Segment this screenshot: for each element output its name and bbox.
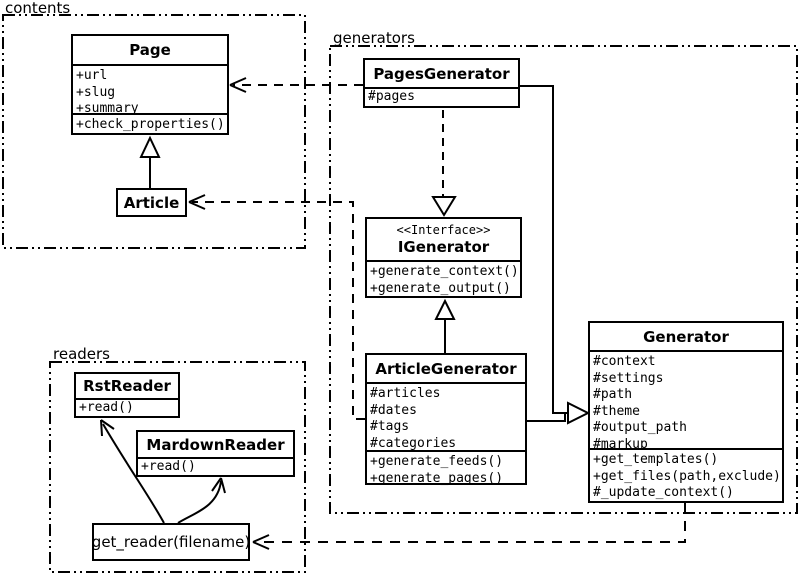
- attribute: #theme: [593, 403, 640, 419]
- method: #_update_context(): [593, 485, 734, 500]
- class-igenerator-methods: +generate_context() +generate_output(): [367, 260, 520, 296]
- class-articlegenerator-methods: +generate_feeds() +generate_pages(): [367, 450, 525, 487]
- class-generator-attributes: #context #settings #path #theme #output_…: [590, 350, 782, 448]
- attribute: #output_path: [593, 420, 687, 435]
- association-getreader-mardownreader: [177, 477, 226, 524]
- class-mardownreader-title: MardownReader: [146, 435, 285, 454]
- class-articlegenerator-attributes: #articles #dates #tags #categories: [367, 382, 525, 450]
- class-pagesgenerator-attributes: #pages: [365, 87, 518, 106]
- method: +get_templates(): [593, 452, 719, 467]
- class-articlegenerator: ArticleGenerator #articles #dates #tags …: [365, 353, 527, 487]
- inheritance-generators-generator: [520, 85, 567, 422]
- attribute: #path: [593, 387, 633, 402]
- dependency-articlegenerator-article: [188, 194, 365, 420]
- class-igenerator-title: IGenerator: [397, 238, 490, 256]
- class-mardownreader-methods: +read(): [138, 457, 293, 475]
- class-rstreader: RstReader +read(): [74, 372, 180, 418]
- attribute: #context: [593, 354, 656, 369]
- method: +check_properties(): [76, 117, 225, 132]
- inheritance-triangle-generator: [567, 401, 591, 425]
- dependency-generator-getreader: [252, 503, 686, 550]
- attribute: #tags: [370, 419, 410, 434]
- dependency-pagesgenerator-page: [229, 77, 363, 93]
- class-generator-methods: +get_templates() +get_files(path,exclude…: [590, 448, 782, 501]
- class-page-attributes: +url +slug +summary: [73, 64, 227, 113]
- class-generator-title: Generator: [643, 327, 729, 346]
- inheritance-articlegenerator-igenerator: [434, 298, 456, 353]
- inheritance-article-page: [139, 135, 161, 188]
- attribute: +summary: [76, 101, 139, 113]
- class-rstreader-methods: +read(): [76, 398, 178, 416]
- attribute: #categories: [370, 435, 457, 451]
- method: +generate_output(): [370, 280, 511, 296]
- stereotype-interface: <<Interface>>: [396, 223, 491, 237]
- class-article-title: Article: [123, 193, 180, 212]
- method: +generate_pages(): [370, 470, 504, 486]
- class-page: Page +url +slug +summary +check_properti…: [71, 34, 229, 135]
- attribute: #markup: [593, 436, 648, 449]
- method: +read(): [141, 459, 196, 474]
- attribute: +url: [76, 68, 108, 83]
- package-label-generators: generators: [333, 29, 415, 47]
- class-pagesgenerator-title: PagesGenerator: [373, 64, 510, 83]
- package-label-contents: contents: [5, 0, 71, 17]
- node-get-reader-label: get_reader(filename): [91, 533, 251, 551]
- method: +generate_context(): [370, 264, 519, 279]
- class-articlegenerator-title: ArticleGenerator: [375, 359, 517, 378]
- class-page-methods: +check_properties(): [73, 113, 227, 137]
- attribute: #settings: [593, 370, 664, 386]
- realization-pagesgenerator-igenerator: [431, 110, 457, 217]
- attribute: +slug: [76, 84, 116, 100]
- method: +read(): [79, 400, 134, 415]
- class-page-title: Page: [129, 41, 171, 59]
- package-label-readers: readers: [53, 345, 110, 363]
- package-border-readers: [49, 361, 306, 573]
- method: +get_files(path,exclude): [593, 468, 781, 484]
- package-border-generators: [329, 45, 798, 514]
- attribute: #articles: [370, 386, 441, 401]
- class-igenerator-header: <<Interface>> IGenerator: [367, 219, 520, 260]
- class-rstreader-title: RstReader: [83, 377, 171, 395]
- attribute: #pages: [368, 89, 415, 104]
- class-article: Article: [116, 188, 187, 217]
- package-border-contents: [2, 14, 306, 249]
- method: +generate_feeds(): [370, 454, 504, 469]
- class-mardownreader: MardownReader +read(): [136, 430, 295, 477]
- node-get-reader: get_reader(filename): [92, 523, 250, 561]
- class-pagesgenerator: PagesGenerator #pages: [363, 58, 520, 108]
- class-generator: Generator #context #settings #path #them…: [588, 321, 784, 503]
- class-igenerator: <<Interface>> IGenerator +generate_conte…: [365, 217, 522, 298]
- association-getreader-rstreader: [100, 419, 165, 524]
- attribute: #dates: [370, 402, 417, 418]
